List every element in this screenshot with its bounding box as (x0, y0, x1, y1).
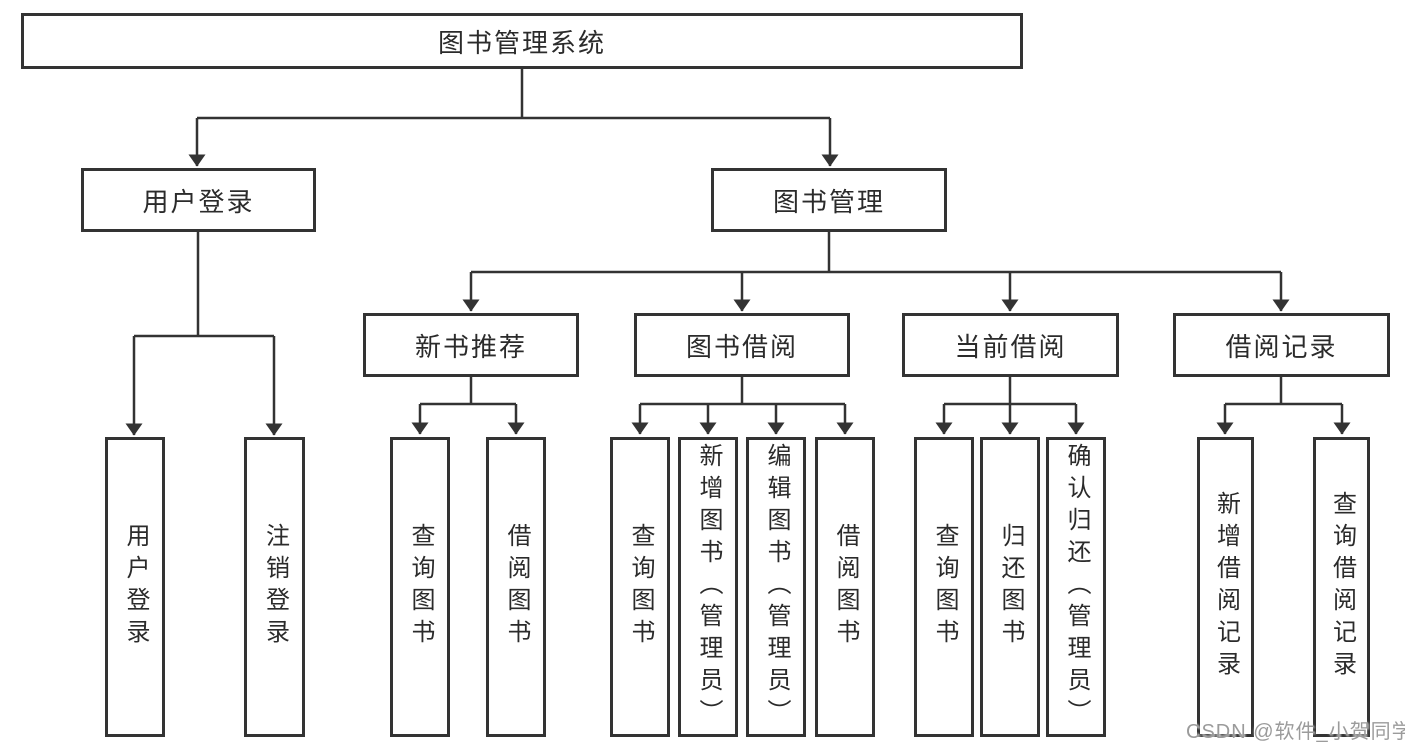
connector-book-borrowing-trunk (640, 377, 845, 406)
leaf-edit-books-admin: 编辑图书（管理员） (746, 437, 806, 737)
node-current-borrowing: 当前借阅 (902, 313, 1119, 377)
node-label: 图书借阅 (685, 331, 798, 362)
node-label: 图书管理系统 (437, 27, 606, 58)
connector-new-book-trunk (420, 377, 516, 406)
node-label: 用户登录 (142, 186, 255, 217)
leaf-label: 查询借阅记录 (1328, 491, 1356, 683)
node-user-login: 用户登录 (81, 168, 316, 232)
leaf-add-borrow-record: 新增借阅记录 (1197, 437, 1254, 737)
leaf-user-login: 用户登录 (105, 437, 165, 737)
node-label: 新书推荐 (414, 331, 527, 362)
node-new-book-recommend: 新书推荐 (363, 313, 579, 377)
leaf-return-books: 归还图书 (980, 437, 1040, 737)
node-label: 当前借阅 (954, 331, 1067, 362)
leaf-borrow-books-borrowing: 借阅图书 (815, 437, 875, 737)
leaf-logout: 注销登录 (244, 437, 305, 737)
leaf-add-books-admin: 新增图书（管理员） (678, 437, 738, 737)
leaf-confirm-return-admin: 确认归还（管理员） (1046, 437, 1106, 737)
leaf-label: 用户登录 (122, 523, 149, 651)
leaf-query-books-recommend: 查询图书 (390, 437, 450, 737)
connector-current-borrowing-trunk (944, 377, 1076, 406)
node-label: 图书管理 (772, 186, 885, 217)
node-label: 借阅记录 (1225, 331, 1338, 362)
leaf-label: 查询图书 (407, 523, 434, 651)
connector-book-management-trunk (471, 232, 1281, 274)
node-borrowing-records: 借阅记录 (1173, 313, 1390, 377)
leaf-label: 查询图书 (931, 523, 958, 651)
node-book-management: 图书管理 (711, 168, 947, 232)
node-library-management-system: 图书管理系统 (21, 13, 1023, 69)
leaf-label: 编辑图书（管理员） (763, 443, 790, 731)
leaf-query-books-borrowing: 查询图书 (610, 437, 670, 737)
leaf-label: 新增图书（管理员） (695, 443, 722, 731)
leaf-label: 注销登录 (261, 523, 289, 651)
connector-user-login-trunk (134, 232, 274, 338)
connector-borrowing-records-trunk (1225, 377, 1342, 406)
leaf-label: 借阅图书 (832, 523, 859, 651)
leaf-borrow-books-recommend: 借阅图书 (486, 437, 546, 737)
leaf-label: 归还图书 (997, 523, 1024, 651)
leaf-label: 新增借阅记录 (1212, 491, 1240, 683)
watermark-text: CSDN @软件_小贺同学 (1186, 721, 1405, 743)
leaf-label: 查询图书 (627, 523, 654, 651)
leaf-query-borrow-record: 查询借阅记录 (1313, 437, 1370, 737)
node-book-borrowing: 图书借阅 (634, 313, 850, 377)
leaf-label: 确认归还（管理员） (1063, 443, 1090, 731)
connector-root-trunk (197, 69, 830, 120)
leaf-label: 借阅图书 (503, 523, 530, 651)
leaf-query-books-current: 查询图书 (914, 437, 974, 737)
